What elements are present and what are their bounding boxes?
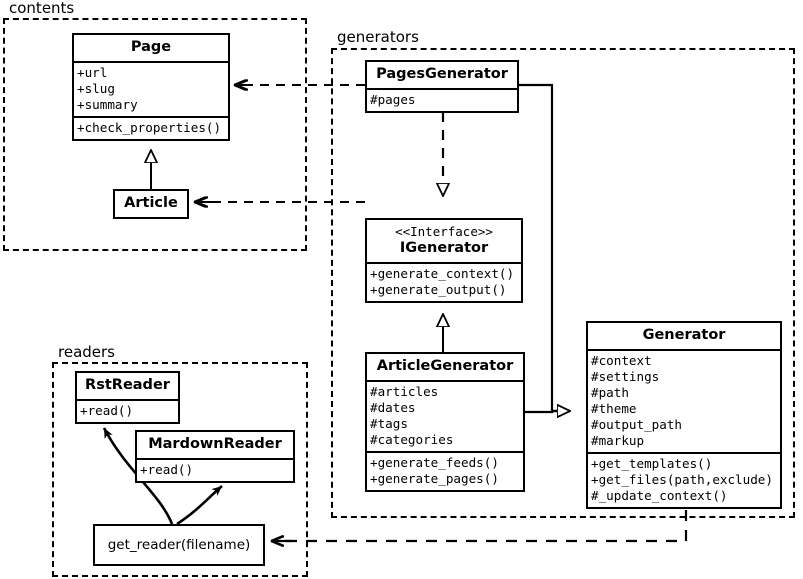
method: #_update_context() — [591, 488, 728, 503]
attribute: #path — [591, 385, 629, 400]
class-igenerator-stereotype: <<Interface>> — [395, 224, 493, 239]
attribute: +summary — [77, 97, 138, 112]
class-article-name: Article — [124, 195, 178, 211]
class-igenerator[interactable]: <<Interface>> IGenerator +generate_conte… — [365, 218, 523, 303]
function-get-reader-label: get_reader(filename) — [107, 537, 251, 553]
class-page-attributes: +url +slug +summary — [74, 61, 228, 116]
class-article-generator[interactable]: ArticleGenerator #articles #dates #tags … — [365, 352, 525, 492]
method: +generate_feeds() — [370, 455, 499, 470]
class-pages-generator-name: PagesGenerator — [376, 66, 508, 82]
class-mardown-reader-name: MardownReader — [148, 436, 282, 452]
method: +read() — [140, 462, 194, 477]
attribute: #output_path — [591, 417, 682, 432]
class-page[interactable]: Page +url +slug +summary +check_properti… — [72, 33, 230, 141]
class-igenerator-name: IGenerator — [399, 240, 489, 256]
class-rst-reader-methods: +read() — [77, 399, 178, 422]
class-article[interactable]: Article — [113, 189, 189, 219]
attribute: #settings — [591, 369, 660, 384]
class-igenerator-header: <<Interface>> IGenerator — [367, 220, 521, 262]
package-readers — [52, 362, 308, 577]
attribute: +url — [77, 65, 108, 80]
method: +generate_pages() — [370, 471, 499, 486]
class-generator-methods: +get_templates() +get_files(path,exclude… — [588, 452, 780, 507]
function-get-reader[interactable]: get_reader(filename) — [93, 524, 265, 566]
attribute: #dates — [370, 400, 416, 415]
class-page-methods: +check_properties() — [74, 116, 228, 139]
attribute: #pages — [370, 92, 416, 107]
class-page-name: Page — [130, 39, 172, 55]
class-igenerator-methods: +generate_context() +generate_output() — [367, 262, 521, 301]
attribute: #articles — [370, 384, 439, 399]
method: +generate_output() — [370, 282, 507, 297]
attribute: #markup — [591, 433, 645, 448]
class-generator-name: Generator — [642, 327, 726, 343]
class-mardown-reader-methods: +read() — [137, 458, 293, 481]
attribute: #context — [591, 353, 652, 368]
class-mardown-reader[interactable]: MardownReader +read() — [135, 430, 295, 483]
package-contents-label: contents — [6, 0, 78, 16]
attribute: +slug — [77, 81, 115, 96]
class-article-generator-methods: +generate_feeds() +generate_pages() — [367, 451, 523, 490]
class-pages-generator[interactable]: PagesGenerator #pages — [365, 60, 519, 113]
class-generator-attributes: #context #settings #path #theme #output_… — [588, 349, 780, 452]
class-rst-reader-name: RstReader — [85, 377, 170, 393]
method: +get_templates() — [591, 456, 713, 471]
method: +generate_context() — [370, 266, 515, 281]
class-article-generator-name: ArticleGenerator — [376, 358, 514, 374]
class-pages-generator-attributes: #pages — [367, 88, 517, 111]
package-contents — [3, 18, 307, 251]
method: +read() — [80, 403, 134, 418]
class-article-generator-attributes: #articles #dates #tags #categories — [367, 380, 523, 451]
package-readers-label: readers — [55, 344, 118, 360]
attribute: #theme — [591, 401, 637, 416]
attribute: #tags — [370, 416, 408, 431]
method: +check_properties() — [77, 120, 222, 135]
method: +get_files(path,exclude) — [591, 472, 773, 487]
class-generator[interactable]: Generator #context #settings #path #them… — [586, 321, 782, 509]
class-rst-reader[interactable]: RstReader +read() — [75, 371, 180, 424]
package-generators-label: generators — [334, 29, 422, 45]
attribute: #categories — [370, 432, 454, 447]
